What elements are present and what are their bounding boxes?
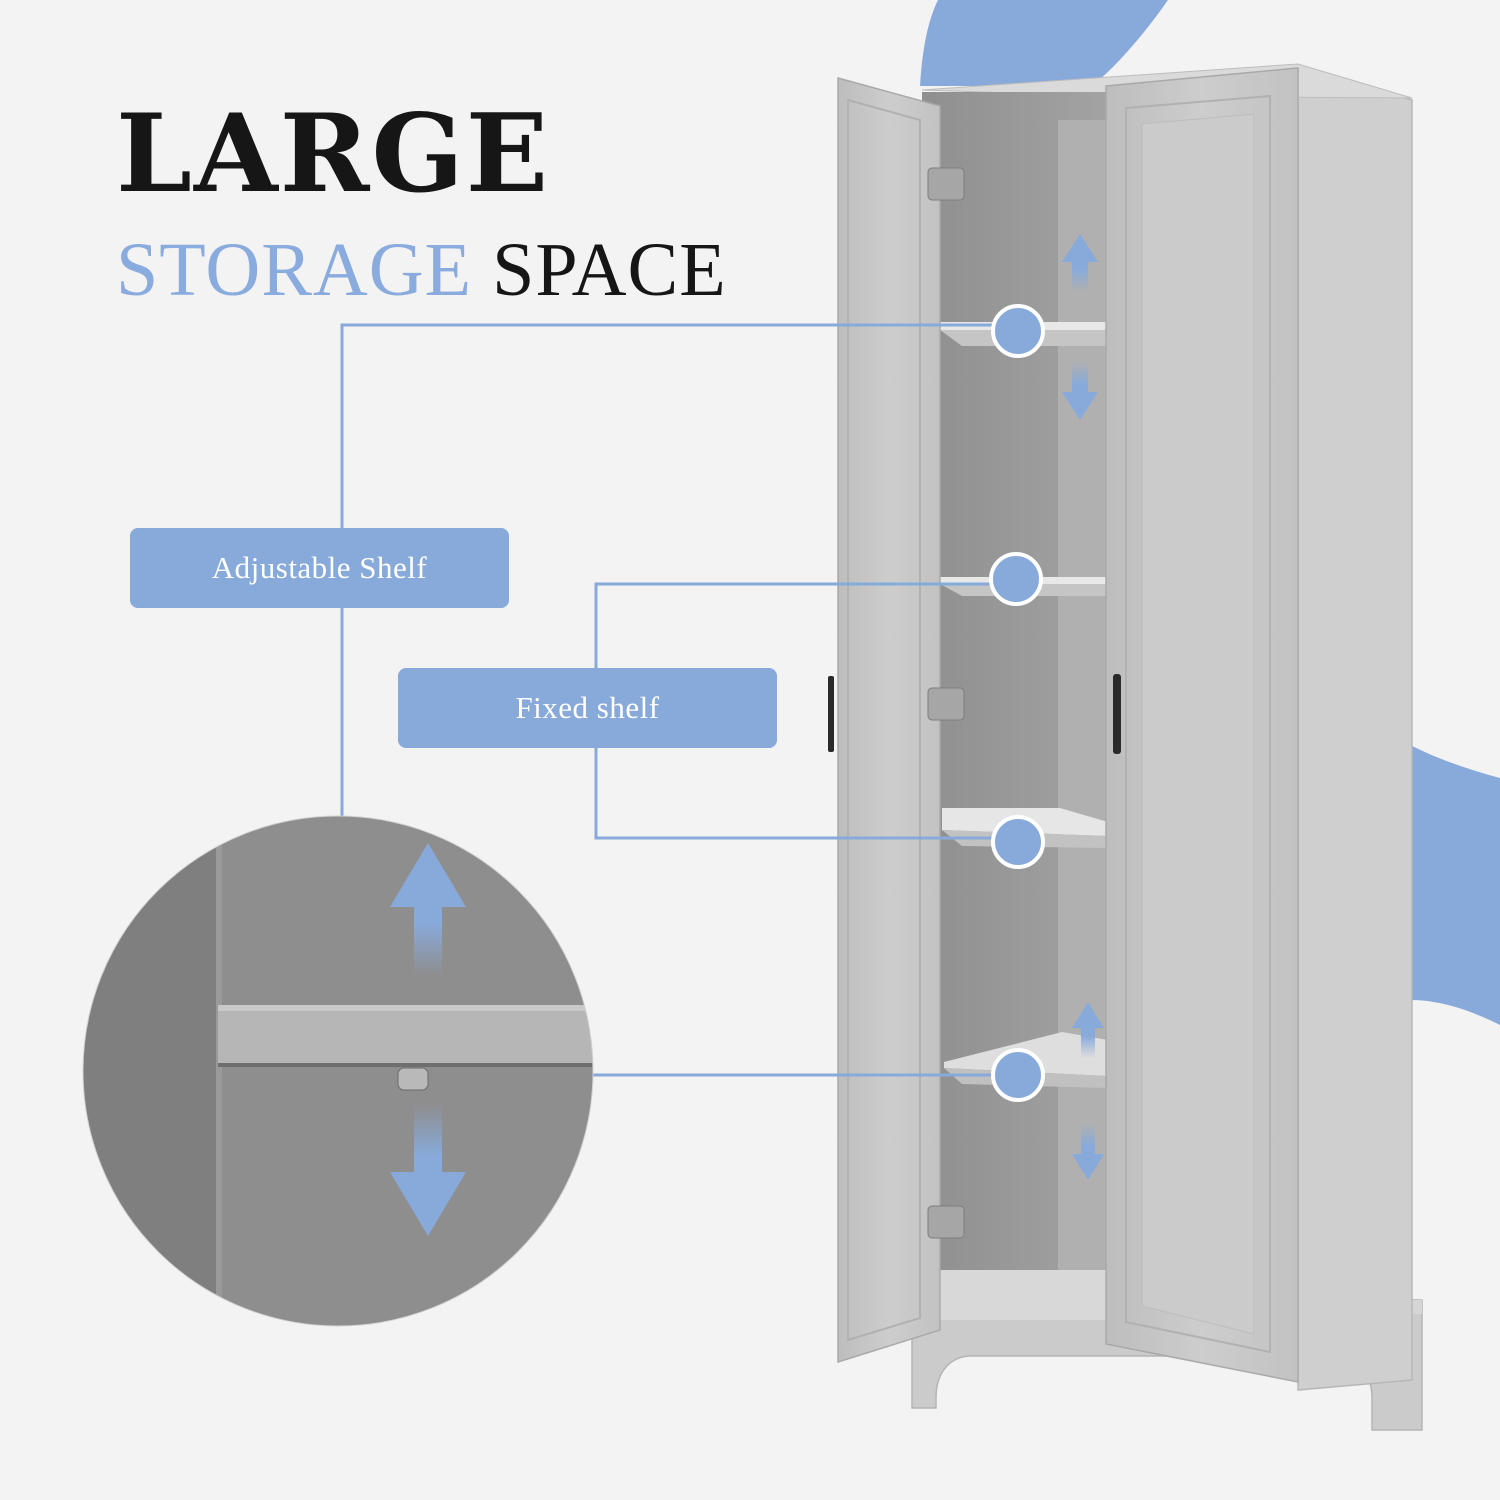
callout-dot-icon bbox=[991, 1048, 1045, 1102]
callout-dots bbox=[989, 304, 1045, 1102]
callout-dot-icon bbox=[991, 304, 1045, 358]
shelf-pin bbox=[397, 1067, 429, 1091]
tall-cabinet bbox=[828, 63, 1423, 1431]
up-arrow-icon bbox=[390, 843, 466, 975]
down-arrow-icon bbox=[390, 1104, 466, 1236]
callout-dot-icon bbox=[991, 815, 1045, 869]
down-arrow-icon bbox=[1062, 362, 1098, 420]
up-arrow-icon bbox=[1072, 1002, 1104, 1058]
callout-lines bbox=[340, 323, 1018, 1077]
background-swoosh-top bbox=[920, 0, 1168, 86]
hinge-top bbox=[927, 167, 965, 201]
callout-line-adjustable bbox=[340, 323, 1018, 528]
headline-accent-word: STORAGE bbox=[116, 228, 473, 312]
left-open-door bbox=[828, 77, 965, 1364]
cabinet-side-panel bbox=[1297, 64, 1413, 1391]
headline-subtitle: STORAGE SPACE bbox=[116, 232, 727, 308]
headline-large: LARGE bbox=[116, 91, 551, 217]
callout-line-fixed-lower bbox=[594, 748, 1018, 840]
callout-dot-icon bbox=[989, 552, 1043, 606]
up-arrow-icon bbox=[1062, 234, 1098, 292]
adjustable-shelf-label: Adjustable Shelf bbox=[130, 528, 509, 608]
shelf-edge bbox=[218, 1005, 593, 1063]
right-closed-door bbox=[1105, 67, 1299, 1383]
headline-rest-word: SPACE bbox=[492, 228, 727, 312]
down-arrow-icon bbox=[1072, 1124, 1104, 1180]
callout-line-fixed bbox=[594, 582, 1016, 668]
hinge-middle bbox=[927, 687, 965, 721]
hinge-bottom bbox=[927, 1205, 965, 1239]
door-handle bbox=[1113, 674, 1121, 754]
fixed-shelf-label: Fixed shelf bbox=[398, 668, 777, 748]
shelf-detail-zoom bbox=[82, 815, 594, 1327]
background-swoosh-right bbox=[1410, 745, 1500, 1025]
